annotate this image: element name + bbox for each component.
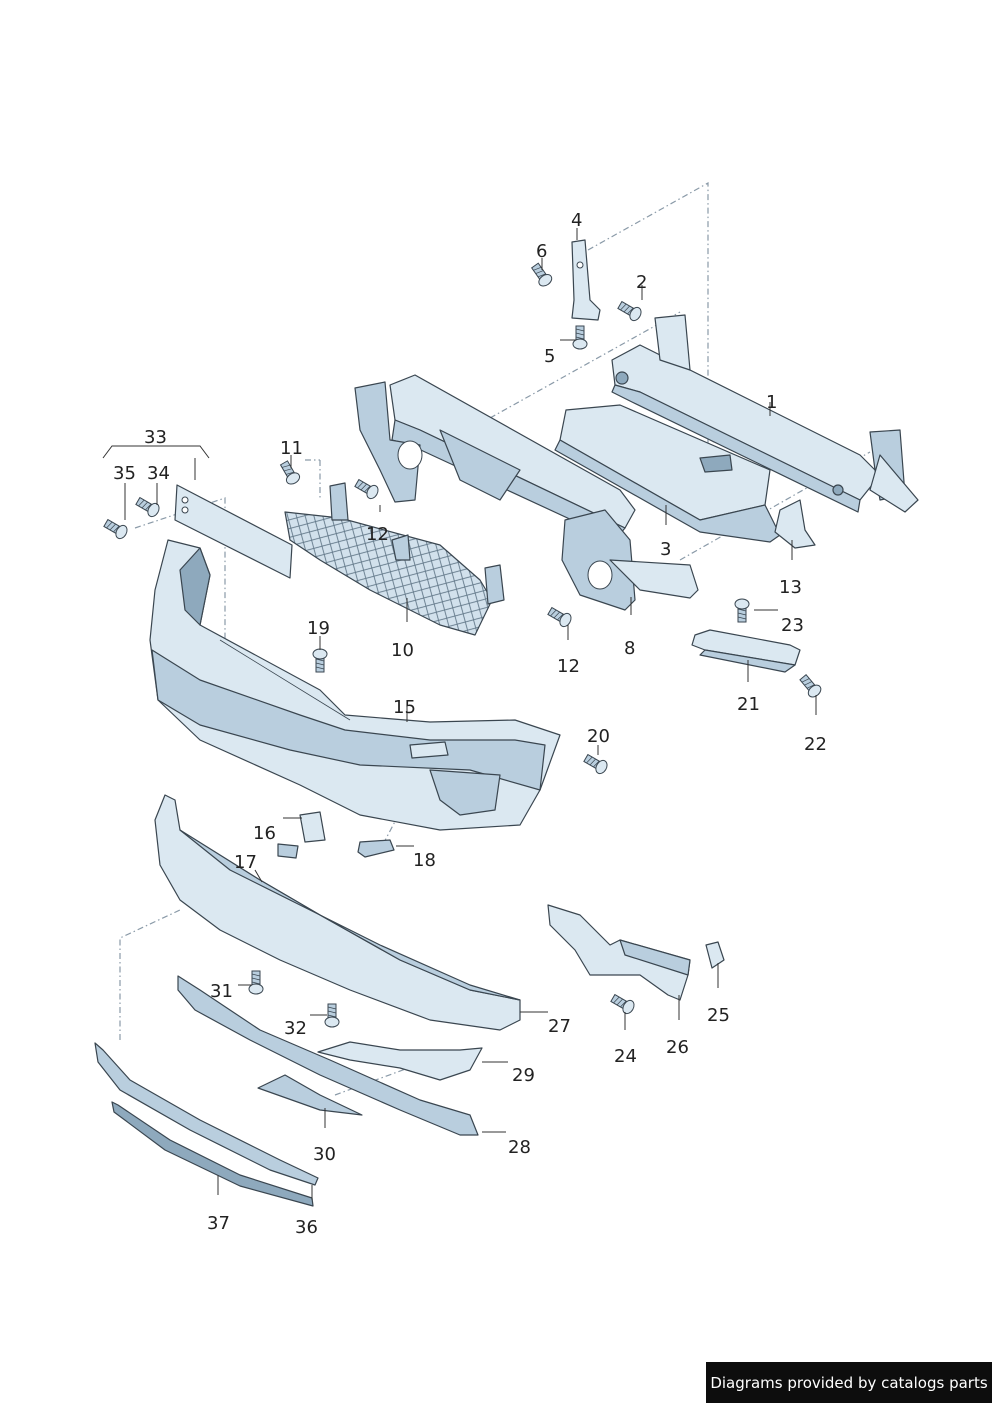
callout-21: 21 bbox=[737, 694, 760, 715]
callout-18: 18 bbox=[413, 850, 436, 871]
credit-text: Diagrams provided by catalogs parts bbox=[710, 1373, 988, 1392]
part-1-bumper-reinforcement bbox=[611, 314, 919, 513]
part-30-trim-left bbox=[257, 1074, 363, 1116]
callout-32: 32 bbox=[284, 1018, 307, 1039]
callout-25: 25 bbox=[707, 1005, 730, 1026]
callout-24: 24 bbox=[614, 1046, 637, 1067]
callout-35: 35 bbox=[113, 463, 136, 484]
part-25-clip bbox=[705, 941, 725, 969]
part-27-lower-spoiler bbox=[154, 794, 521, 1031]
credit-banner: Diagrams provided by catalogs parts bbox=[706, 1362, 992, 1403]
part-13-bracket bbox=[774, 499, 816, 549]
callout-3: 3 bbox=[660, 539, 671, 560]
part-33-license-plate-holder bbox=[174, 484, 293, 579]
callout-10: 10 bbox=[391, 640, 414, 661]
part-21-side-guide bbox=[691, 629, 801, 673]
part-28-trim-strip bbox=[177, 975, 479, 1136]
callout-34: 34 bbox=[147, 463, 170, 484]
part-36-lower-strip bbox=[94, 1042, 319, 1186]
part-15-bumper-cover bbox=[149, 539, 561, 831]
part-16-sensor-holder bbox=[277, 811, 326, 859]
callout-26: 26 bbox=[666, 1037, 689, 1058]
callout-19: 19 bbox=[307, 618, 330, 639]
callout-12a: 12 bbox=[366, 524, 389, 545]
callout-37: 37 bbox=[207, 1213, 230, 1234]
callout-23: 23 bbox=[781, 615, 804, 636]
callout-labels: 1 2 3 4 5 6 8 10 11 12 12 13 15 16 17 18… bbox=[113, 210, 827, 1238]
callout-29: 29 bbox=[512, 1065, 535, 1086]
callout-33: 33 bbox=[144, 427, 167, 448]
part-18-cover-cap bbox=[357, 839, 395, 858]
callout-13: 13 bbox=[779, 577, 802, 598]
callout-12b: 12 bbox=[557, 656, 580, 677]
callout-11: 11 bbox=[280, 438, 303, 459]
part-29-trim-right bbox=[317, 1041, 483, 1081]
callout-4: 4 bbox=[571, 210, 582, 231]
callout-30: 30 bbox=[313, 1144, 336, 1165]
part-37-lower-strip bbox=[111, 1101, 314, 1207]
callout-15: 15 bbox=[393, 697, 416, 718]
part-8-lock-carrier bbox=[354, 374, 699, 611]
callout-8: 8 bbox=[624, 638, 635, 659]
callout-17: 17 bbox=[234, 852, 257, 873]
leader-33-bracket bbox=[102, 445, 210, 459]
callout-6: 6 bbox=[536, 241, 547, 262]
callout-36: 36 bbox=[295, 1217, 318, 1238]
callout-31: 31 bbox=[210, 981, 233, 1002]
part-4-bracket bbox=[571, 239, 601, 321]
part-10-grille bbox=[284, 482, 505, 636]
callout-22: 22 bbox=[804, 734, 827, 755]
callout-2: 2 bbox=[636, 272, 647, 293]
part-3-energy-absorber bbox=[554, 404, 781, 543]
callout-20: 20 bbox=[587, 726, 610, 747]
callout-16: 16 bbox=[253, 823, 276, 844]
part-26-side-bracket bbox=[547, 904, 691, 1001]
leader-lines bbox=[124, 228, 817, 1200]
callout-27: 27 bbox=[548, 1016, 571, 1037]
callout-28: 28 bbox=[508, 1137, 531, 1158]
callout-5: 5 bbox=[544, 346, 555, 367]
callout-1: 1 bbox=[766, 392, 777, 413]
